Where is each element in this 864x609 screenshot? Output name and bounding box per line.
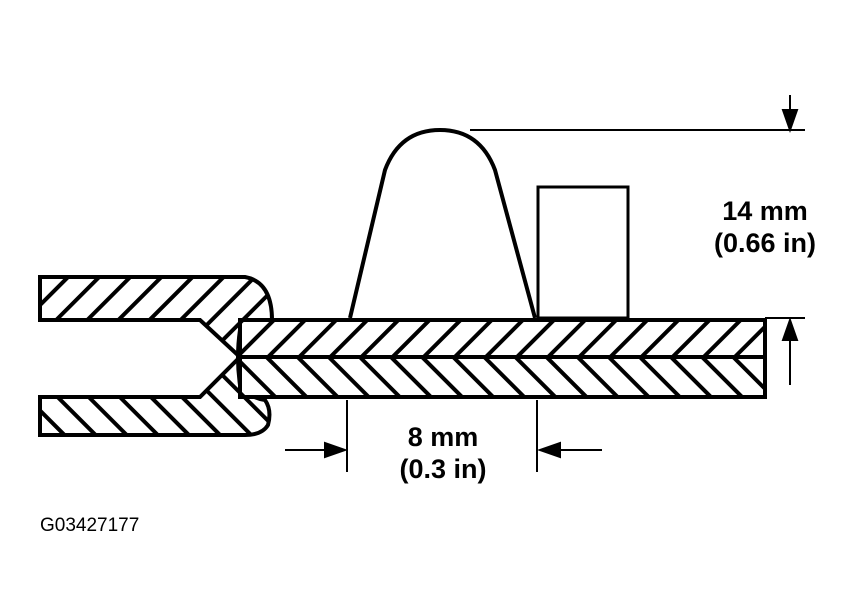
width-in-label: (0.3 in) bbox=[399, 454, 486, 484]
upper-wire-arm bbox=[38, 275, 275, 362]
figure-id: G03427177 bbox=[40, 515, 139, 536]
terminal-strip bbox=[236, 318, 767, 399]
width-mm-label: 8 mm bbox=[408, 422, 479, 452]
arrow-up-icon bbox=[781, 316, 799, 341]
lower-wire-arm bbox=[38, 352, 272, 437]
arrow-left-icon bbox=[536, 441, 561, 459]
arrow-right-icon bbox=[324, 441, 349, 459]
width-dimension bbox=[285, 400, 602, 472]
height-in-label: (0.66 in) bbox=[714, 228, 816, 258]
crimp-bump bbox=[348, 127, 537, 319]
terminal-tab bbox=[536, 185, 630, 320]
arrow-down-icon bbox=[781, 109, 799, 134]
height-dimension bbox=[470, 95, 805, 385]
height-mm-label: 14 mm bbox=[722, 196, 808, 226]
